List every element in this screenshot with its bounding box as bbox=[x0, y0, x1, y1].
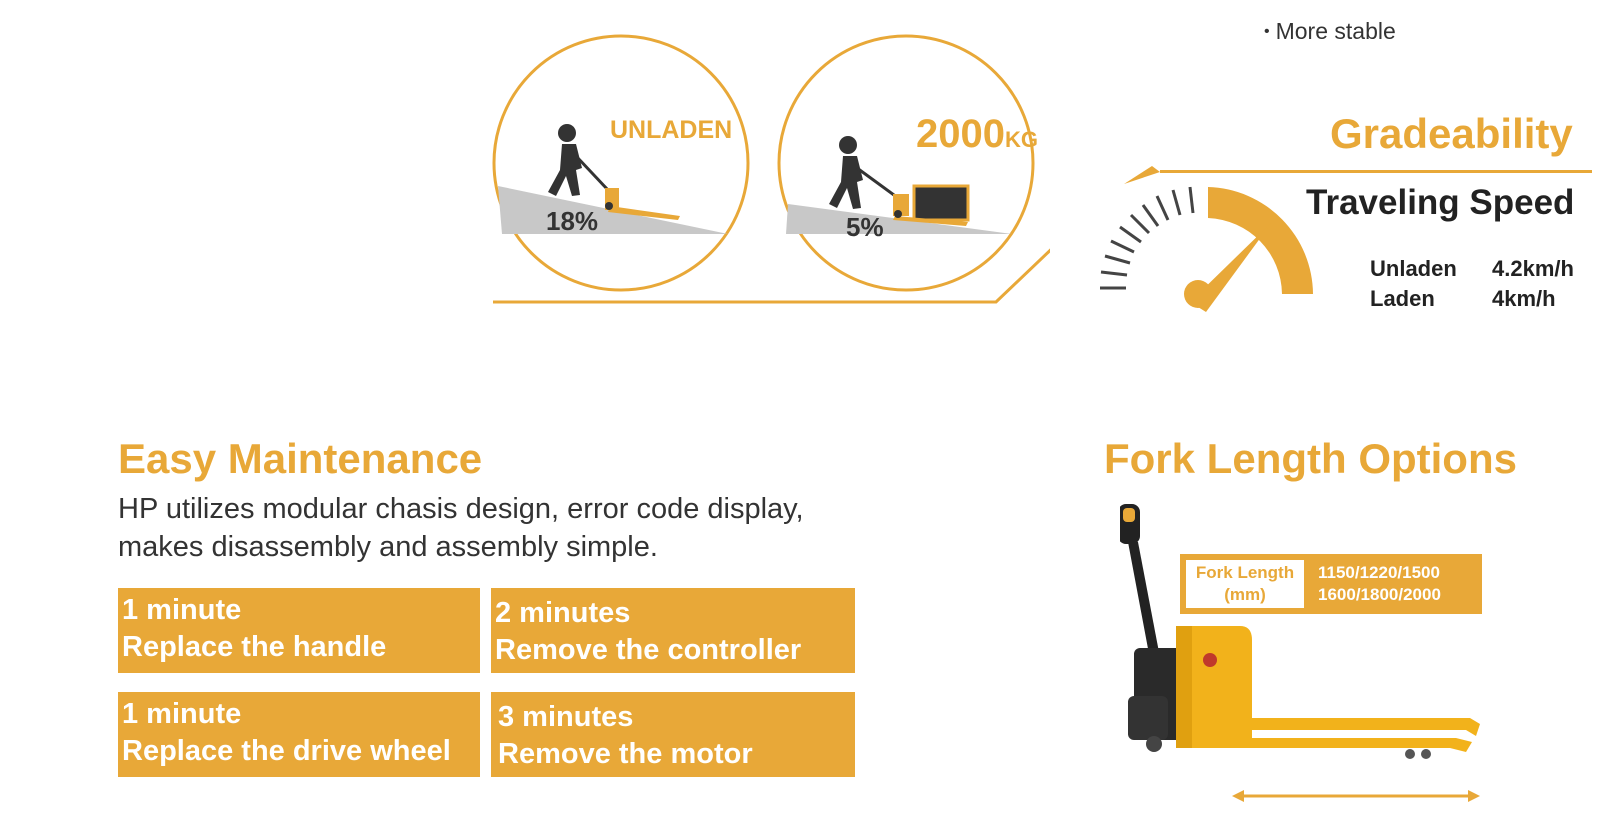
arrow-head-icon bbox=[1124, 166, 1160, 184]
speed-row-unladen: Unladen 4.2km/h bbox=[1370, 256, 1574, 282]
card-task: Replace the drive wheel bbox=[122, 735, 451, 767]
walking-person-icon bbox=[548, 124, 610, 196]
speed-label: Unladen bbox=[1370, 256, 1457, 281]
maintenance-card: 3 minutes Remove the motor bbox=[491, 692, 855, 777]
unladen-circle bbox=[492, 34, 750, 292]
speed-value: 4.2km/h bbox=[1492, 256, 1574, 281]
connector-line bbox=[493, 248, 1050, 304]
pallet-truck-icon bbox=[605, 188, 680, 220]
maintenance-description: HP utilizes modular chasis design, error… bbox=[118, 493, 804, 563]
laden-circle bbox=[777, 34, 1035, 292]
fork-values-line: 1600/1800/2000 bbox=[1318, 585, 1441, 604]
speed-row-laden: Laden 4km/h bbox=[1370, 286, 1556, 312]
easy-maintenance-title: Easy Maintenance bbox=[118, 435, 483, 482]
card-task: Remove the controller bbox=[495, 634, 802, 666]
card-time: 1 minute bbox=[122, 698, 242, 730]
speed-value: 4km/h bbox=[1492, 286, 1556, 311]
title-rule bbox=[1160, 170, 1592, 173]
feature-bullet: More stable bbox=[1264, 18, 1396, 45]
laden-load-unit: KG bbox=[1004, 127, 1038, 152]
maintenance-card: 1 minute Replace the drive wheel bbox=[118, 692, 480, 777]
fork-label-line: Fork Length bbox=[1195, 563, 1295, 582]
card-time: 1 minute bbox=[122, 594, 242, 626]
pallet-truck-illustration bbox=[1120, 504, 1480, 759]
fork-values-line: 1150/1220/1500 bbox=[1318, 563, 1440, 582]
gradeability-graphic bbox=[492, 34, 1050, 304]
fork-length-box: Fork Length (mm) 1150/1220/1500 1600/180… bbox=[1180, 554, 1482, 614]
card-time: 3 minutes bbox=[498, 701, 634, 733]
speedometer-icon bbox=[1100, 186, 1313, 312]
laden-load-value: 2000 bbox=[916, 112, 1005, 156]
unladen-label: UNLADEN bbox=[610, 116, 733, 144]
pallet-truck-icon bbox=[893, 184, 970, 226]
unladen-grade: 18% bbox=[546, 206, 599, 236]
card-task: Replace the handle bbox=[122, 631, 387, 663]
card-time: 2 minutes bbox=[495, 597, 631, 629]
laden-load: 2000KG bbox=[916, 112, 1038, 157]
fork-length-label: Fork Length (mm) bbox=[1186, 560, 1304, 608]
traveling-speed-title: Traveling Speed bbox=[1306, 183, 1575, 222]
double-arrow-icon bbox=[1232, 790, 1480, 802]
laden-grade: 5% bbox=[846, 212, 884, 242]
card-task: Remove the motor bbox=[498, 738, 753, 770]
maintenance-card: 2 minutes Remove the controller bbox=[491, 588, 855, 673]
walking-person-icon bbox=[829, 136, 899, 209]
fork-length-values: 1150/1220/1500 1600/1800/2000 bbox=[1318, 562, 1441, 606]
fork-length-title: Fork Length Options bbox=[1104, 435, 1517, 482]
maintenance-card: 1 minute Replace the handle bbox=[118, 588, 480, 673]
gradeability-title: Gradeability bbox=[1330, 110, 1573, 157]
speed-label: Laden bbox=[1370, 286, 1435, 311]
fork-label-unit: (mm) bbox=[1224, 585, 1266, 604]
